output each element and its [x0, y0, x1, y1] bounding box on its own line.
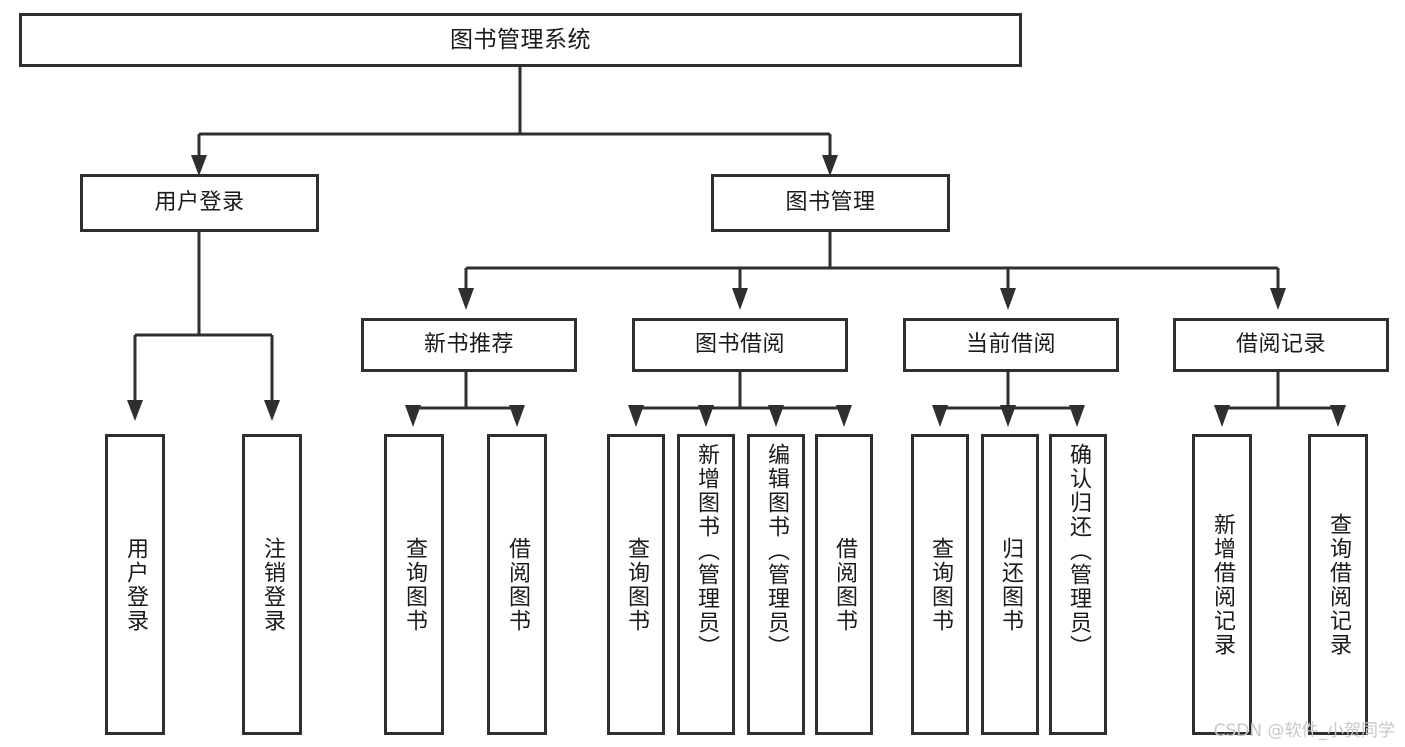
- leaf-add-book[interactable]: 新增图书（管理员）: [677, 434, 735, 735]
- node-current-borrow[interactable]: 当前借阅: [903, 318, 1119, 372]
- arrow-to-current-borrow: [1000, 288, 1016, 310]
- node-label: 编辑图书（管理员）: [764, 443, 789, 659]
- arrow-to-return-book: [1000, 405, 1016, 427]
- node-book-borrow[interactable]: 图书借阅: [632, 318, 848, 372]
- node-borrow-record[interactable]: 借阅记录: [1173, 318, 1389, 372]
- arrow-to-book-manage: [822, 155, 838, 176]
- leaf-return-book[interactable]: 归还图书: [981, 434, 1039, 735]
- node-label: 当前借阅: [965, 332, 1056, 358]
- leaf-borrow-book-2[interactable]: 借阅图书: [815, 434, 873, 735]
- node-label: 用户登录: [123, 536, 148, 633]
- leaf-query-book-2[interactable]: 查询图书: [607, 434, 665, 735]
- node-label: 归还图书: [998, 536, 1023, 633]
- node-label: 查询借阅记录: [1326, 512, 1351, 657]
- leaf-confirm-return[interactable]: 确认归还（管理员）: [1049, 434, 1107, 735]
- arrow-to-borrow-record: [1270, 288, 1286, 310]
- arrow-to-edit-book: [768, 405, 784, 427]
- node-new-book-recommend[interactable]: 新书推荐: [361, 318, 577, 372]
- node-label: 借阅图书: [832, 536, 857, 633]
- leaf-edit-book[interactable]: 编辑图书（管理员）: [747, 434, 805, 735]
- node-book-manage[interactable]: 图书管理: [711, 174, 950, 232]
- node-label: 图书借阅: [694, 332, 785, 358]
- node-root-system[interactable]: 图书管理系统: [19, 13, 1022, 67]
- leaf-query-record[interactable]: 查询借阅记录: [1308, 434, 1368, 735]
- node-label: 查询图书: [624, 536, 649, 633]
- leaf-add-record[interactable]: 新增借阅记录: [1192, 434, 1252, 735]
- leaf-query-book-3[interactable]: 查询图书: [911, 434, 969, 735]
- node-label: 新书推荐: [423, 332, 514, 358]
- node-label: 新增借阅记录: [1210, 512, 1235, 657]
- node-label: 注销登录: [260, 536, 285, 633]
- arrow-to-leaf-user-logout: [264, 400, 280, 421]
- node-user-login[interactable]: 用户登录: [80, 174, 319, 232]
- arrow-to-leaf-user-login: [127, 400, 143, 421]
- arrow-to-query-record: [1330, 405, 1346, 427]
- arrow-to-query-book-2: [628, 405, 644, 427]
- node-label: 用户登录: [154, 190, 245, 216]
- node-label: 图书管理: [785, 190, 876, 216]
- arrow-to-user-login: [191, 155, 207, 176]
- leaf-borrow-book-1[interactable]: 借阅图书: [487, 434, 547, 735]
- leaf-user-login[interactable]: 用户登录: [105, 434, 165, 735]
- arrow-to-borrow-book-1: [509, 405, 525, 427]
- node-label: 查询图书: [402, 536, 427, 633]
- arrow-to-confirm-return: [1069, 405, 1085, 427]
- arrow-to-query-book-3: [932, 405, 948, 427]
- arrow-to-add-book: [698, 405, 714, 427]
- node-label: 确认归还（管理员）: [1066, 443, 1091, 659]
- leaf-query-book-1[interactable]: 查询图书: [384, 434, 444, 735]
- arrow-to-add-record: [1214, 405, 1230, 427]
- node-label: 查询图书: [928, 536, 953, 633]
- arrow-to-book-borrow: [732, 288, 748, 310]
- arrow-to-borrow-book-2: [836, 405, 852, 427]
- leaf-user-logout[interactable]: 注销登录: [242, 434, 302, 735]
- arrow-to-query-book-1: [405, 405, 421, 427]
- arrow-to-new-book-recommend: [458, 288, 474, 310]
- node-label: 借阅记录: [1235, 332, 1326, 358]
- node-label: 借阅图书: [505, 536, 530, 633]
- node-label: 图书管理系统: [450, 26, 591, 53]
- node-label: 新增图书（管理员）: [694, 443, 719, 659]
